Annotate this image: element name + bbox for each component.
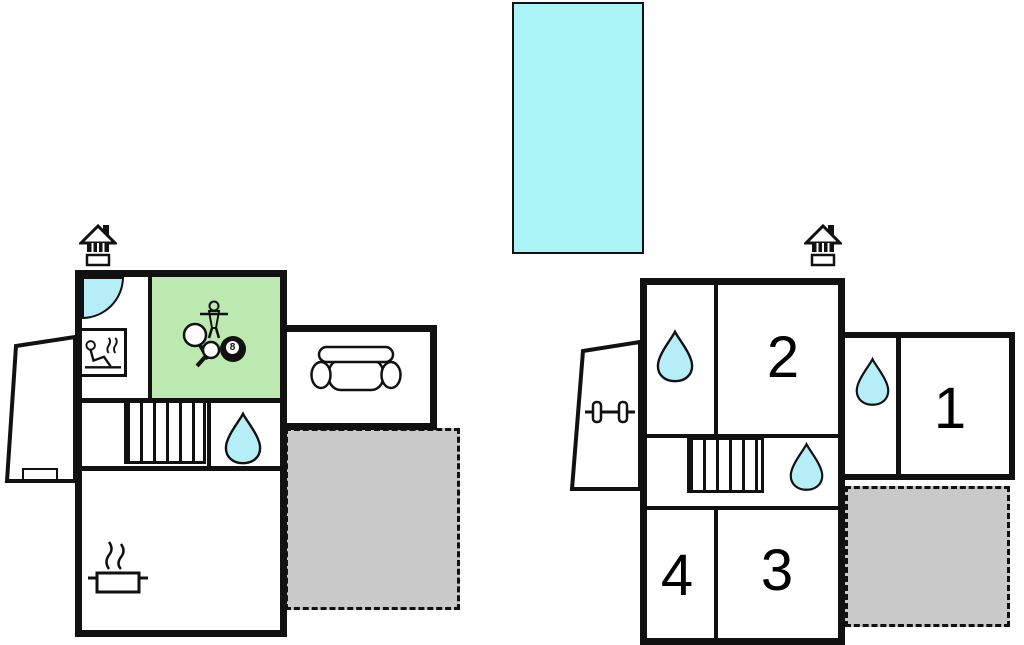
stairs-icon	[687, 437, 764, 493]
terrace-ground-floor	[285, 428, 460, 610]
chimney-icon	[804, 224, 842, 268]
wall-segment	[838, 474, 1015, 480]
swimming-pool-icon	[512, 2, 644, 254]
water-drop-icon	[224, 410, 262, 467]
terrace-upper-floor	[845, 486, 1010, 627]
wall-segment	[640, 506, 845, 510]
wall-segment	[280, 270, 287, 637]
room-number-2: 2	[766, 325, 800, 390]
wall-segment	[838, 278, 845, 645]
wall-segment	[75, 270, 82, 637]
wall-segment	[430, 325, 437, 430]
dumbbell-icon	[582, 397, 638, 427]
wall-segment	[75, 630, 287, 637]
chimney-icon	[79, 224, 117, 268]
wall-segment	[896, 332, 901, 480]
stairs-icon	[124, 400, 206, 464]
room-number-1: 1	[933, 376, 967, 441]
table-tennis-icon	[180, 320, 224, 368]
left-porch-outline	[4, 334, 77, 483]
shower-corner-icon	[82, 277, 124, 319]
wall-segment	[640, 278, 647, 645]
wall-segment	[838, 332, 1015, 338]
billiard-ball-icon: 8	[220, 336, 246, 362]
room-number-4: 4	[660, 543, 694, 608]
billiard-ball-circle: 8	[226, 341, 239, 354]
wall-segment	[714, 506, 718, 645]
room-number-3: 3	[760, 538, 794, 603]
wall-segment	[280, 325, 437, 332]
sauna-icon	[82, 334, 124, 372]
billiard-ball-number: 8	[229, 342, 236, 353]
wall-segment	[640, 638, 845, 645]
wall-segment	[640, 434, 845, 438]
wall-segment	[148, 270, 152, 402]
water-drop-icon	[789, 441, 824, 493]
wall-segment	[75, 466, 287, 471]
water-drop-icon	[855, 356, 890, 408]
sofa-icon	[310, 344, 402, 399]
sauna-room	[79, 328, 127, 377]
cooking-pot-icon	[85, 540, 151, 596]
door-marker	[22, 468, 58, 481]
game-room	[152, 277, 280, 398]
wall-segment	[1009, 332, 1015, 480]
water-drop-icon	[656, 328, 694, 385]
wall-segment	[75, 270, 287, 277]
wall-segment	[287, 423, 437, 430]
foosball-player-icon	[200, 300, 228, 340]
wall-segment	[640, 278, 845, 285]
wall-segment	[714, 278, 718, 438]
wall-segment	[207, 398, 211, 471]
